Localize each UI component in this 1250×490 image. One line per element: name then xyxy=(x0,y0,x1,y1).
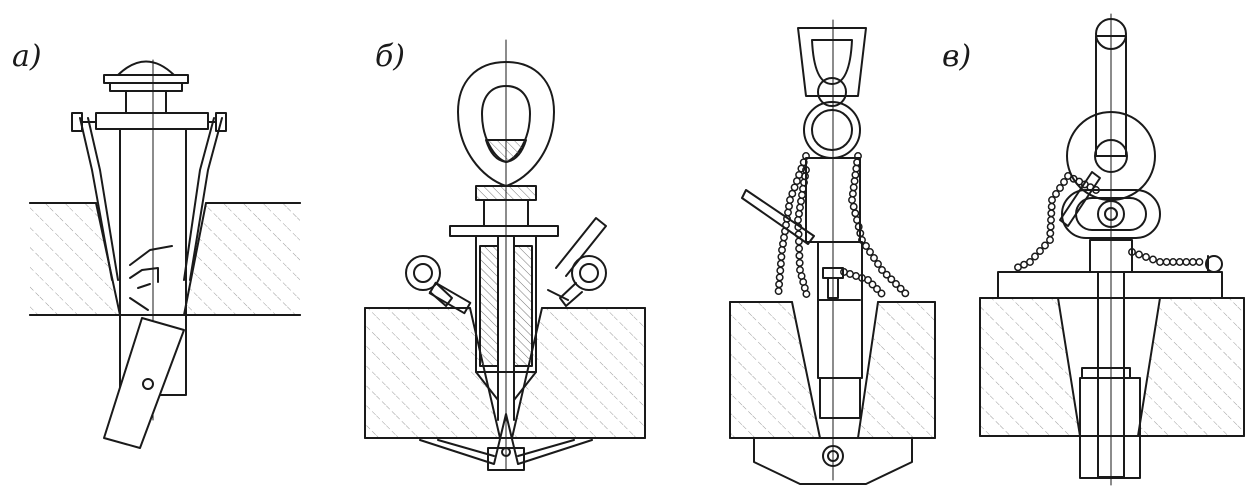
slab-right-c xyxy=(857,301,936,439)
chain-bead xyxy=(792,177,801,186)
chain-bead xyxy=(785,202,793,211)
chain-bead xyxy=(1182,258,1191,266)
chain-bead xyxy=(1048,196,1056,204)
chain-bead xyxy=(878,266,886,274)
chain-bead xyxy=(862,242,870,250)
chain-bead xyxy=(1195,258,1204,266)
chain-bead xyxy=(1156,258,1164,266)
chain-bead xyxy=(1188,258,1197,266)
chain-bead xyxy=(874,260,882,268)
panel-label-b: б) xyxy=(375,39,406,74)
chain-bead xyxy=(776,266,785,275)
chain-bead xyxy=(788,189,797,198)
chain-bead xyxy=(1047,202,1056,211)
chain-bead xyxy=(795,244,804,253)
chain-bead xyxy=(882,270,891,279)
chain-bead xyxy=(775,280,784,289)
chain-bead xyxy=(776,259,785,268)
chain-bead xyxy=(852,164,861,173)
chain-bead xyxy=(795,209,803,218)
panel-b-drawing xyxy=(364,39,646,471)
chain-bead xyxy=(775,273,784,282)
panel-label-a: а) xyxy=(12,39,42,74)
chain-v xyxy=(1014,172,1204,272)
chain-bead xyxy=(1052,190,1060,198)
chain-bead xyxy=(858,236,866,244)
chain-bead xyxy=(901,289,910,298)
chain-bead xyxy=(782,221,790,229)
chain-bead xyxy=(848,189,857,198)
chain-c xyxy=(774,152,910,298)
chain-bead xyxy=(1135,250,1143,259)
chain-bead xyxy=(774,287,783,296)
chain-bead xyxy=(1047,216,1055,224)
chain-bead xyxy=(1031,252,1039,261)
chain-bead xyxy=(870,254,878,262)
chain-bead xyxy=(1175,258,1184,266)
chain-bead xyxy=(1056,184,1064,192)
slab-right-a xyxy=(183,202,301,316)
panel-label-v: в) xyxy=(942,39,972,74)
chain-bead xyxy=(790,183,799,192)
chain-bead xyxy=(794,216,802,224)
chain-bead xyxy=(1142,253,1150,261)
chain-bead xyxy=(796,203,804,212)
chain-bead xyxy=(1149,255,1157,264)
chain-bead xyxy=(798,191,806,199)
chain-bead xyxy=(849,183,858,192)
chain-bead xyxy=(1060,178,1068,186)
chain-bead xyxy=(1169,258,1178,266)
panel-v-drawing xyxy=(979,13,1245,486)
panel-c-drawing xyxy=(729,19,936,485)
chain-bead xyxy=(868,280,877,289)
chain-bead xyxy=(849,202,858,211)
chain-bead xyxy=(1064,172,1072,180)
chain-bead xyxy=(848,196,856,204)
chain-bead xyxy=(1041,241,1049,250)
chain-bead xyxy=(797,197,805,206)
chain-bead xyxy=(851,170,860,179)
chain-bead xyxy=(794,237,803,246)
chain-bead xyxy=(1047,209,1056,218)
chain-bead xyxy=(1162,258,1171,266)
slab-left-c xyxy=(729,301,821,439)
slab-left-a xyxy=(29,202,121,316)
chain-bead xyxy=(1014,263,1022,272)
chain-bead xyxy=(892,280,900,288)
chain-bead xyxy=(850,177,859,186)
chain-bead xyxy=(1036,247,1044,255)
chain-bead xyxy=(780,233,788,242)
chain-bead xyxy=(896,284,905,293)
slab-right-v xyxy=(1137,297,1245,437)
chain-bead xyxy=(794,223,803,232)
slab-left-v xyxy=(979,297,1081,437)
chain-bead xyxy=(779,239,787,248)
chain-bead xyxy=(778,246,786,254)
chain-bead xyxy=(873,285,881,293)
panel-a-drawing xyxy=(29,59,301,449)
chain-bead xyxy=(777,252,786,261)
chain-bead xyxy=(1128,248,1136,256)
chain-bead xyxy=(786,196,794,204)
chain-bead xyxy=(851,209,860,218)
chain-bead xyxy=(1046,229,1055,238)
chain-bead xyxy=(802,290,811,298)
chain-bead xyxy=(877,289,886,298)
chain-bead xyxy=(1046,236,1054,244)
chain-bead xyxy=(1046,222,1055,231)
chain-bead xyxy=(795,258,804,267)
chain-bead xyxy=(795,251,804,260)
chain-bead xyxy=(866,248,874,256)
chain-bead xyxy=(887,275,896,284)
chain-bead xyxy=(864,276,872,284)
chain-bead xyxy=(784,208,792,217)
